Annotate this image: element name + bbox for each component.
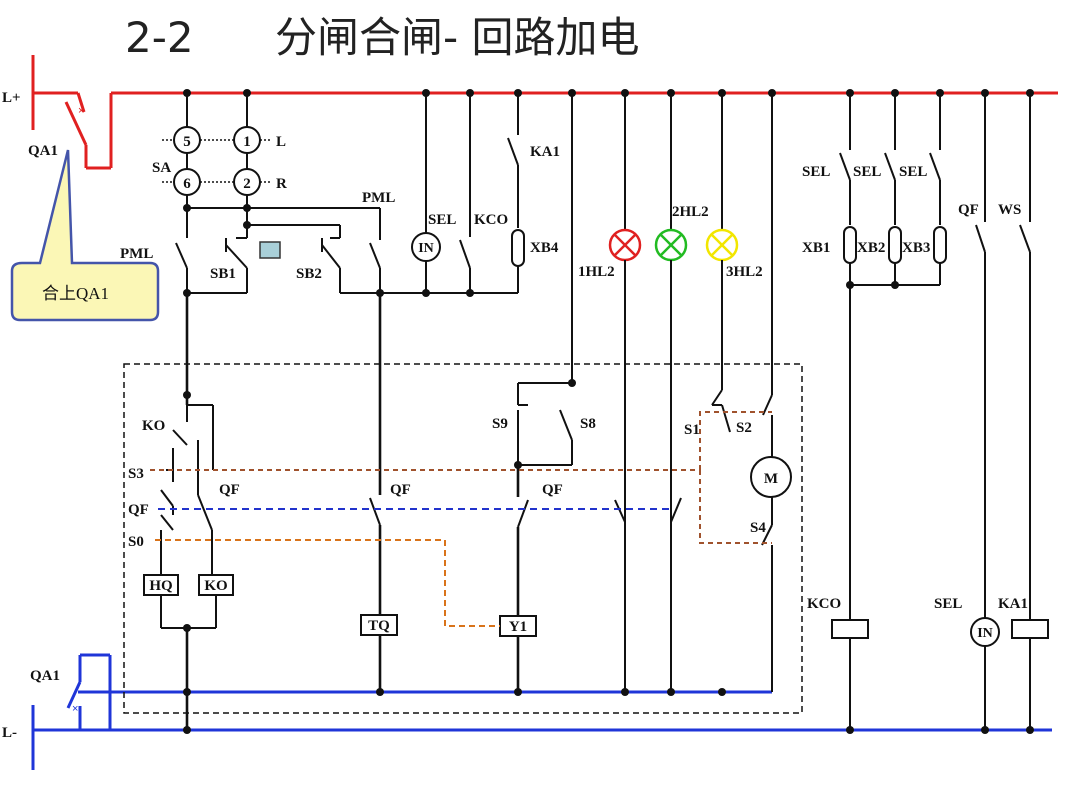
- y1-coil: Y1: [509, 619, 527, 635]
- s2-label: S2: [736, 420, 752, 436]
- closing-branch: [143, 293, 234, 730]
- qf-y1-label: QF: [542, 482, 563, 498]
- sa-r-label: R: [276, 176, 287, 192]
- pml-right-label: PML: [362, 190, 395, 206]
- section-number: 2-2: [125, 13, 194, 62]
- y1-branch: [499, 93, 573, 692]
- lamp-1hl2-label: 1HL2: [578, 264, 615, 280]
- junction-dots: [183, 89, 1034, 734]
- s1-label: S1: [684, 422, 700, 438]
- l-plus-label: L+: [2, 90, 21, 106]
- negative-bus: ×: [31, 653, 1052, 770]
- callout-text: 合上QA1: [42, 284, 109, 303]
- ka1-bottom-label: KA1: [998, 596, 1028, 612]
- s4-label: S4: [750, 520, 766, 536]
- qa1-top-x-mark: ×: [78, 105, 84, 117]
- kco-top-label: KCO: [474, 212, 508, 228]
- ka1-top-label: KA1: [530, 144, 560, 160]
- ko-coil: KO: [204, 578, 227, 594]
- sa-node-1: 1: [243, 134, 251, 150]
- qf-mid-label: QF: [390, 482, 411, 498]
- kco-coil-label: KCO: [807, 596, 841, 612]
- sa-selector-switch: 5 1 6 2: [162, 93, 272, 238]
- mechanical-linkages: [150, 411, 772, 627]
- indicator-lamps: [608, 93, 739, 692]
- mechanism-box: [123, 363, 803, 714]
- sa-node-5: 5: [183, 134, 191, 150]
- in-meter-top: IN: [418, 241, 434, 256]
- ko-contact-label: KO: [142, 418, 165, 434]
- sb2-label: SB2: [296, 266, 322, 282]
- xb4-label: XB4: [530, 240, 559, 256]
- sa-node-6: 6: [183, 176, 191, 192]
- qf-right-label: QF: [958, 202, 979, 218]
- right-protection-branch: [831, 93, 1049, 730]
- qf-l2-label: QF: [128, 502, 149, 518]
- qa1-bottom-x-mark: ×: [72, 703, 78, 715]
- ws-label: WS: [998, 202, 1021, 218]
- callout-bubble: 合上QA1: [10, 149, 160, 322]
- tq-coil: TQ: [368, 618, 390, 634]
- s9-label: S9: [492, 416, 508, 432]
- lamp-3hl2-label: 3HL2: [726, 264, 763, 280]
- l-minus-label: L-: [2, 725, 17, 741]
- lamp-2hl2-label: 2HL2: [672, 204, 709, 220]
- sel-top-label: SEL: [428, 212, 456, 228]
- xb2-label: XB2: [857, 240, 885, 256]
- lamp-branch-contacts: [614, 497, 682, 523]
- sel-r1-label: SEL: [802, 164, 830, 180]
- xb3-label: XB3: [902, 240, 930, 256]
- page-title: 分闸合闸- 回路加电: [275, 13, 640, 62]
- sel-bottom-label: SEL: [934, 596, 962, 612]
- sa-node-2: 2: [243, 176, 251, 192]
- qa1-bottom-label: QA1: [30, 668, 60, 684]
- in-meter-bottom: IN: [977, 626, 993, 641]
- motor-m: M: [764, 471, 778, 487]
- sb1-label: SB1: [210, 266, 236, 282]
- qa1-top-label: QA1: [28, 143, 58, 159]
- sa-label: SA: [152, 160, 171, 176]
- positive-bus: ×: [31, 55, 1058, 170]
- s8-label: S8: [580, 416, 596, 432]
- sel-r2-label: SEL: [853, 164, 881, 180]
- motor-branch: [711, 93, 792, 692]
- pml-left-label: PML: [120, 246, 153, 262]
- in-sel-kco-ka1-branch: [411, 93, 525, 293]
- s3-label: S3: [128, 466, 144, 482]
- qf-l1-label: QF: [219, 482, 240, 498]
- xb1-label: XB1: [802, 240, 830, 256]
- sel-r3-label: SEL: [899, 164, 927, 180]
- sa-l-label: L: [276, 134, 286, 150]
- s0-label: S0: [128, 534, 144, 550]
- hq-coil: HQ: [149, 578, 173, 594]
